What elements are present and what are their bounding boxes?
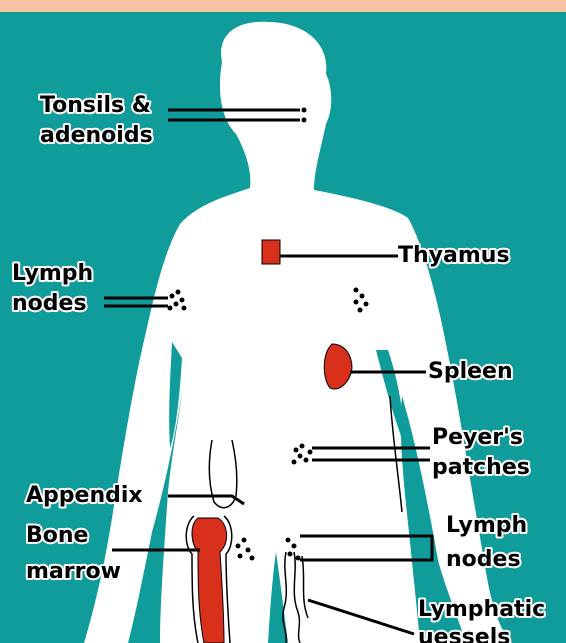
spleen-label: Spleen — [428, 359, 513, 384]
lymphatic-vessels-label-line2: uessels — [418, 625, 510, 643]
bone-marrow-label-line1: Bone — [26, 523, 88, 548]
peyers-label-line1: Peyer's — [432, 425, 523, 450]
top-strip — [0, 0, 566, 12]
tonsils-label-line2: adenoids — [40, 123, 153, 148]
lymph-nodes-right-label-line2: nodes — [446, 547, 521, 572]
diagram-svg: Tonsils & adenoids Thyamus Lymph nodes S… — [0, 12, 566, 643]
appendix-label: Appendix — [26, 483, 143, 508]
thymus-organ — [262, 240, 280, 264]
tonsils-label-line1: Tonsils & — [40, 93, 151, 118]
thymus-label: Thyamus — [398, 243, 510, 268]
lymph-nodes-right-label-line1: Lymph — [446, 513, 527, 538]
bone-marrow-label-line2: marrow — [26, 559, 121, 584]
diagram-panel: Tonsils & adenoids Thyamus Lymph nodes S… — [0, 12, 566, 643]
lymphatic-vessels-label-line1: Lymphatic — [418, 597, 545, 622]
peyers-label-line2: patches — [432, 455, 530, 480]
lymph-nodes-left-label-line2: nodes — [12, 291, 87, 316]
lymph-nodes-left-label-line1: Lymph — [12, 261, 93, 286]
